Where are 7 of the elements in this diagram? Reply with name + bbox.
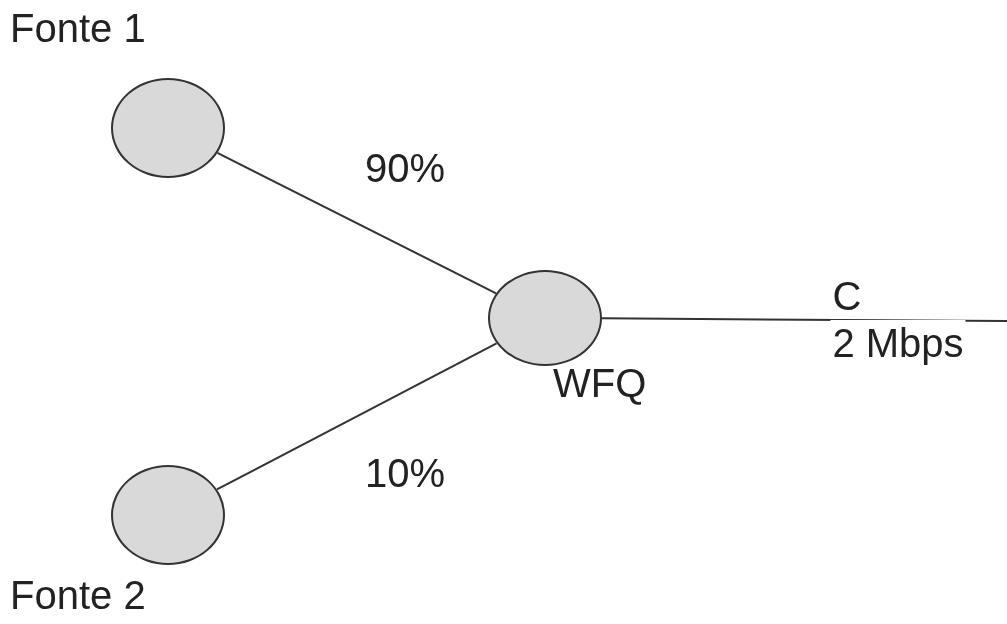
connector-line <box>216 151 498 295</box>
node-label: Fonte 1 <box>10 5 146 51</box>
connector-line <box>601 317 1007 322</box>
bandwidth-label: 2 Mbps <box>830 320 966 366</box>
connector-line <box>215 342 498 491</box>
node-label: WFQ <box>553 360 647 406</box>
node-label: Fonte 2 <box>10 572 146 618</box>
